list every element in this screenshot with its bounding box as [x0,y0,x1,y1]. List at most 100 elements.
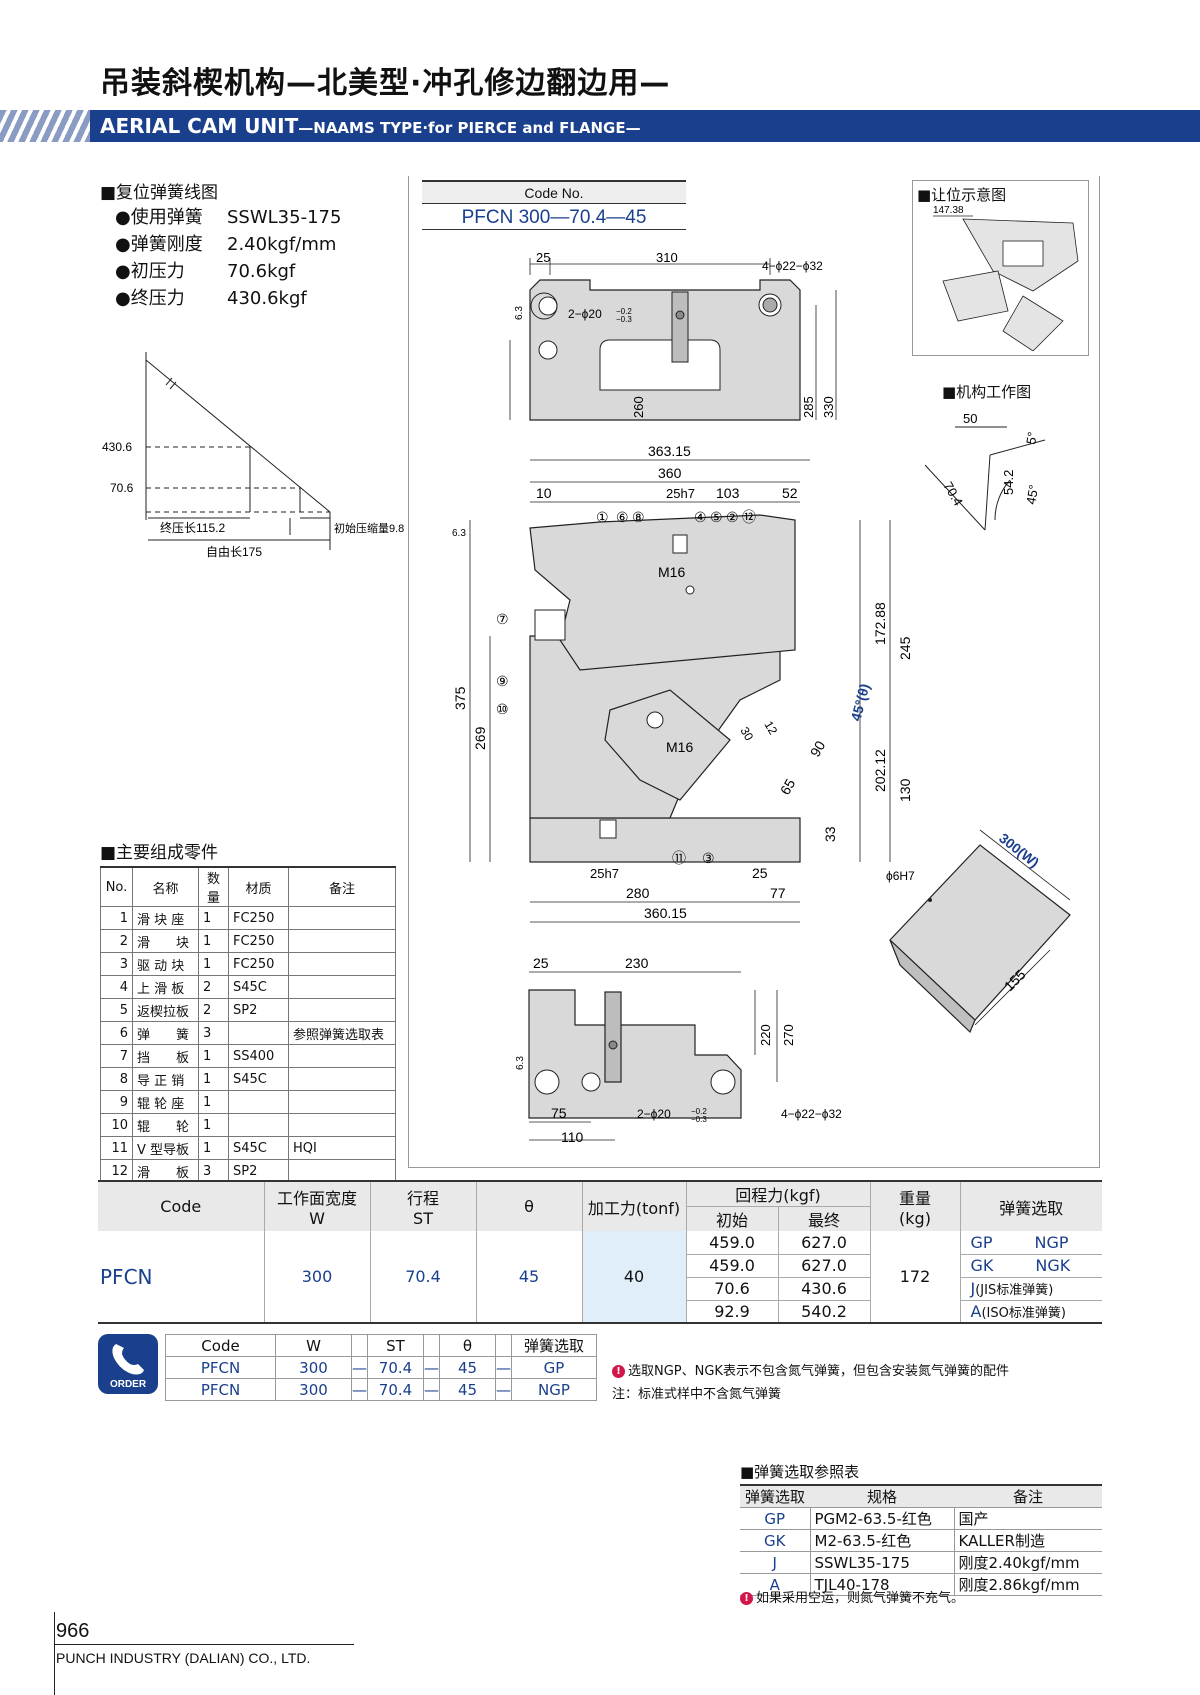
part-material [228,1113,289,1137]
spec-w: 300 [263,1231,370,1324]
spec-value: 430.6kgf [227,288,307,309]
part-no: 9 [100,1090,133,1114]
callout-4: ④ [694,509,707,525]
spec-col-ret-init: 初始 [685,1206,778,1231]
order-cell: — [495,1356,512,1379]
part-material: SP2 [228,1159,289,1183]
order-cell: 45 [439,1356,496,1379]
spec-return-final: 627.0 [777,1254,870,1278]
part-remark [288,1090,396,1114]
col-no: No. [100,866,133,907]
pin-label: ϕ6H7 [886,869,915,883]
ref-col-spec: 规格 [810,1485,954,1508]
spec-st: 70.4 [369,1231,476,1324]
part-qty: 1 [198,929,229,953]
holes-small-label: 2−ϕ20 [568,307,602,321]
order-col-w: W [275,1334,352,1357]
y-tick-70: 70.6 [110,481,134,495]
drawing-frame [408,176,1100,1168]
order-cell: — [351,1356,368,1379]
dim-130: 130 [897,778,913,802]
part-name: 滑 块 座 [132,906,199,930]
dim-65: 65 [777,776,799,798]
dim-52: 52 [782,485,798,501]
col-qty: 数量 [198,866,229,907]
order-cell: 70.4 [367,1356,424,1379]
spec-col-spring: 弹簧选取 [959,1181,1102,1231]
dim-269: 269 [472,726,488,750]
dim-172-88: 172.88 [872,602,888,645]
order-badge-label: ORDER [109,1379,147,1390]
spring-ref-heading: ■弹簧选取参照表 [740,1463,860,1481]
dim-375: 375 [452,686,468,710]
dim-110: 110 [561,1129,584,1145]
part-material: SP2 [228,998,289,1022]
dim-230: 230 [625,955,649,971]
spec-value: 70.6kgf [227,261,296,282]
part-name: 返楔拉板 [132,998,199,1022]
spec-code: PFCN [98,1231,264,1324]
spring-force-diagram: 430.6 70.6 终压长115.2 初始压缩量9.8 自由长175 [102,352,404,559]
spec-return-final: 430.6 [777,1277,870,1301]
part-remark [288,998,396,1022]
ref-remark: 国产 [953,1507,1102,1530]
ref-select: GK [740,1529,810,1552]
holes-small-bottom: 2−ϕ20 [637,1107,671,1121]
dim-12: 12 [761,719,780,738]
order-cell: — [351,1378,368,1401]
spec-value: SSWL35-175 [227,207,342,228]
part-remark [288,952,396,976]
part-material [228,1021,289,1045]
dim-25-bottom-view: 25 [533,955,549,971]
dim-30: 30 [737,725,756,744]
part-no: 6 [100,1021,133,1045]
spring-code-alt: (ISO标准弹簧) [981,1305,1066,1321]
part-remark [288,929,396,953]
dim-280: 280 [626,885,650,901]
part-qty: 3 [198,1159,229,1183]
callout-6: ⑥ [616,509,629,525]
part-remark [288,906,396,930]
part-no: 5 [100,998,133,1022]
dim-free-length: 自由长175 [206,545,262,559]
dim-end-length: 终压长115.2 [160,520,225,535]
part-material: S45C [228,1136,289,1160]
clearance-panel: ■让位示意图 147.38 [912,180,1089,356]
spring-code-alt: (JIS标准弹簧) [975,1283,1054,1298]
callout-8: ⑧ [632,509,645,525]
part-name: 挡 板 [132,1044,199,1068]
ref-remark: KALLER制造 [953,1529,1102,1552]
parts-heading: ■主要组成零件 [100,843,219,863]
part-material: FC250 [228,929,289,953]
spec-col-w-label: 工作面宽度 [276,1189,357,1208]
part-no: 8 [100,1067,133,1091]
ref-col-select: 弹簧选取 [740,1485,810,1508]
ref-remark: 刚度2.86kgf/mm [953,1573,1102,1596]
part-name: 滑 块 [132,929,199,953]
dim-25: 25 [536,250,550,265]
m16-bottom: M16 [666,739,693,755]
order-col-theta: θ [439,1334,496,1357]
callout-11: ⑪ [672,850,686,866]
spec-weight: 172 [869,1231,960,1324]
part-name: 辊 轮 座 [132,1090,199,1114]
dim-260: 260 [631,396,646,418]
part-name: 辊 轮 [132,1113,199,1137]
dim-25-bottom: 25 [752,865,768,881]
spring-code-alt: NGP [1034,1232,1069,1252]
callout-5: ⑤ [710,509,723,525]
spec-col-force: 加工力(tonf) [581,1181,686,1231]
spec-return-final: 627.0 [777,1231,870,1255]
part-qty: 2 [198,998,229,1022]
dim-220: 220 [758,1024,773,1046]
